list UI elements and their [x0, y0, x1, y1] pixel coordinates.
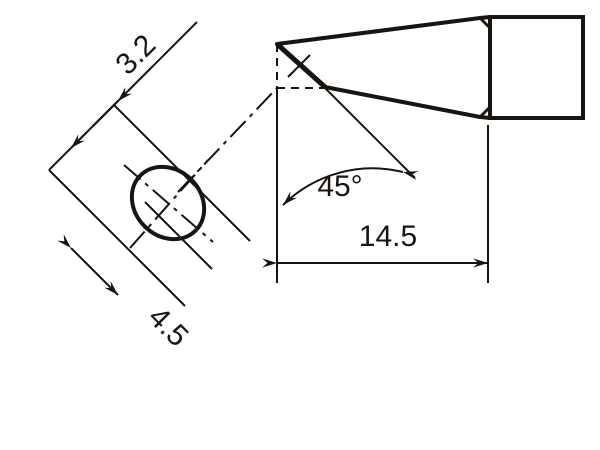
shank-body: [488, 15, 585, 120]
side-profile-view: 45° 14.5: [262, 15, 585, 283]
bevel-centerline-tick: [287, 54, 311, 78]
cross-section-view: 3.2 4.5: [48, 21, 278, 353]
dimension-label-length: 14.5: [359, 220, 417, 253]
angle-reference-ray: [324, 87, 416, 179]
bevel-face-edge: [275, 42, 327, 89]
collar-edge-bottom: [478, 105, 492, 119]
dimension-label-angle: 45°: [317, 170, 362, 203]
projection-axis-centerline: [177, 87, 278, 193]
collar-edge-top: [478, 16, 492, 30]
extension-line-height-right-extended: [144, 201, 213, 270]
dimension-line-width: [70, 87, 132, 149]
tip-body-outline: [275, 15, 492, 120]
dimension-line-height: [57, 234, 119, 296]
dimension-label-width: 3.2: [109, 28, 162, 81]
centerline-ellipse-major: [129, 159, 209, 249]
dimension-label-height: 4.5: [142, 300, 195, 353]
angle-arc: [282, 167, 419, 206]
